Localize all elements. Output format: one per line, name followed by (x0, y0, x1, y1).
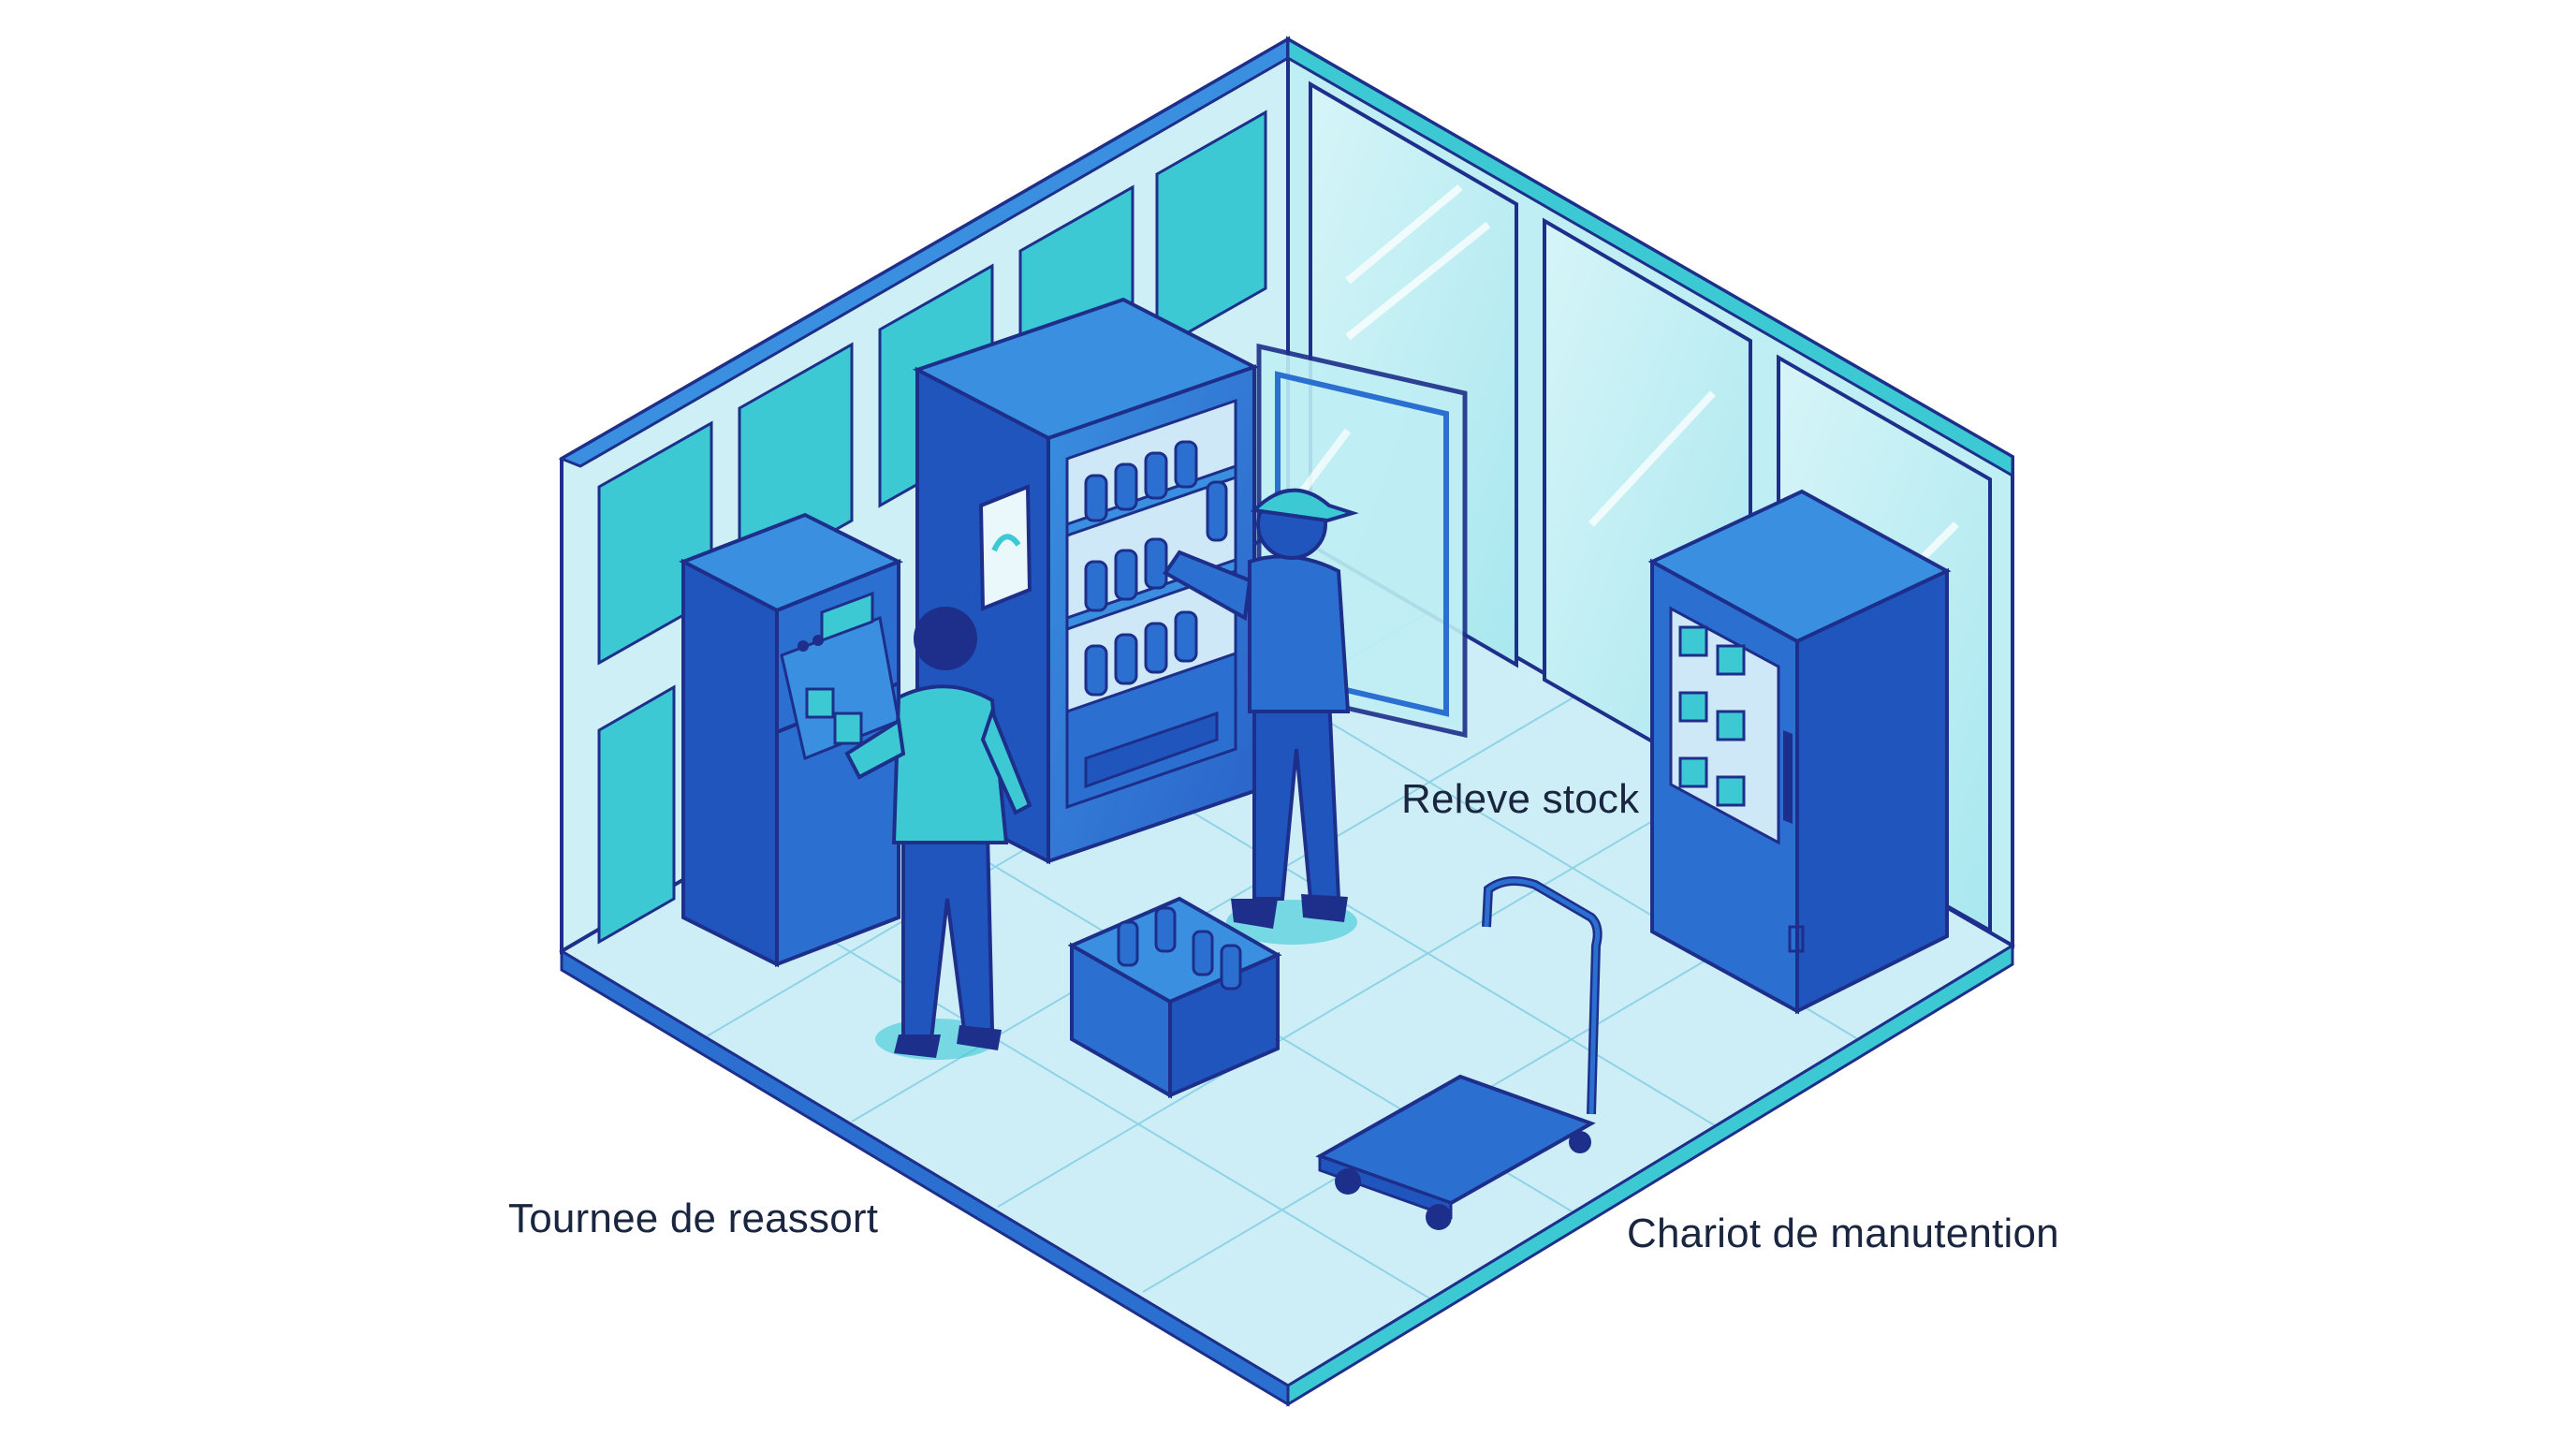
label-tournee-reassort: Tournee de reassort (508, 1196, 879, 1241)
vending-screen (978, 484, 1032, 611)
customer-with-cup (833, 607, 1032, 1060)
floor-edge-right (1286, 943, 2014, 1407)
snack-vending-machine (1647, 489, 1952, 1015)
bottles (1084, 440, 1198, 697)
bottle-crate (1067, 896, 1282, 1099)
label-chariot-manutention: Chariot de manutention (1627, 1211, 2059, 1256)
label-releve-stock: Releve stock (1401, 776, 1640, 822)
right-wall-top (1286, 37, 2014, 478)
platform-cart (1315, 876, 1603, 1230)
snack-items (1678, 625, 1746, 807)
worker-restocking (1163, 480, 1359, 945)
